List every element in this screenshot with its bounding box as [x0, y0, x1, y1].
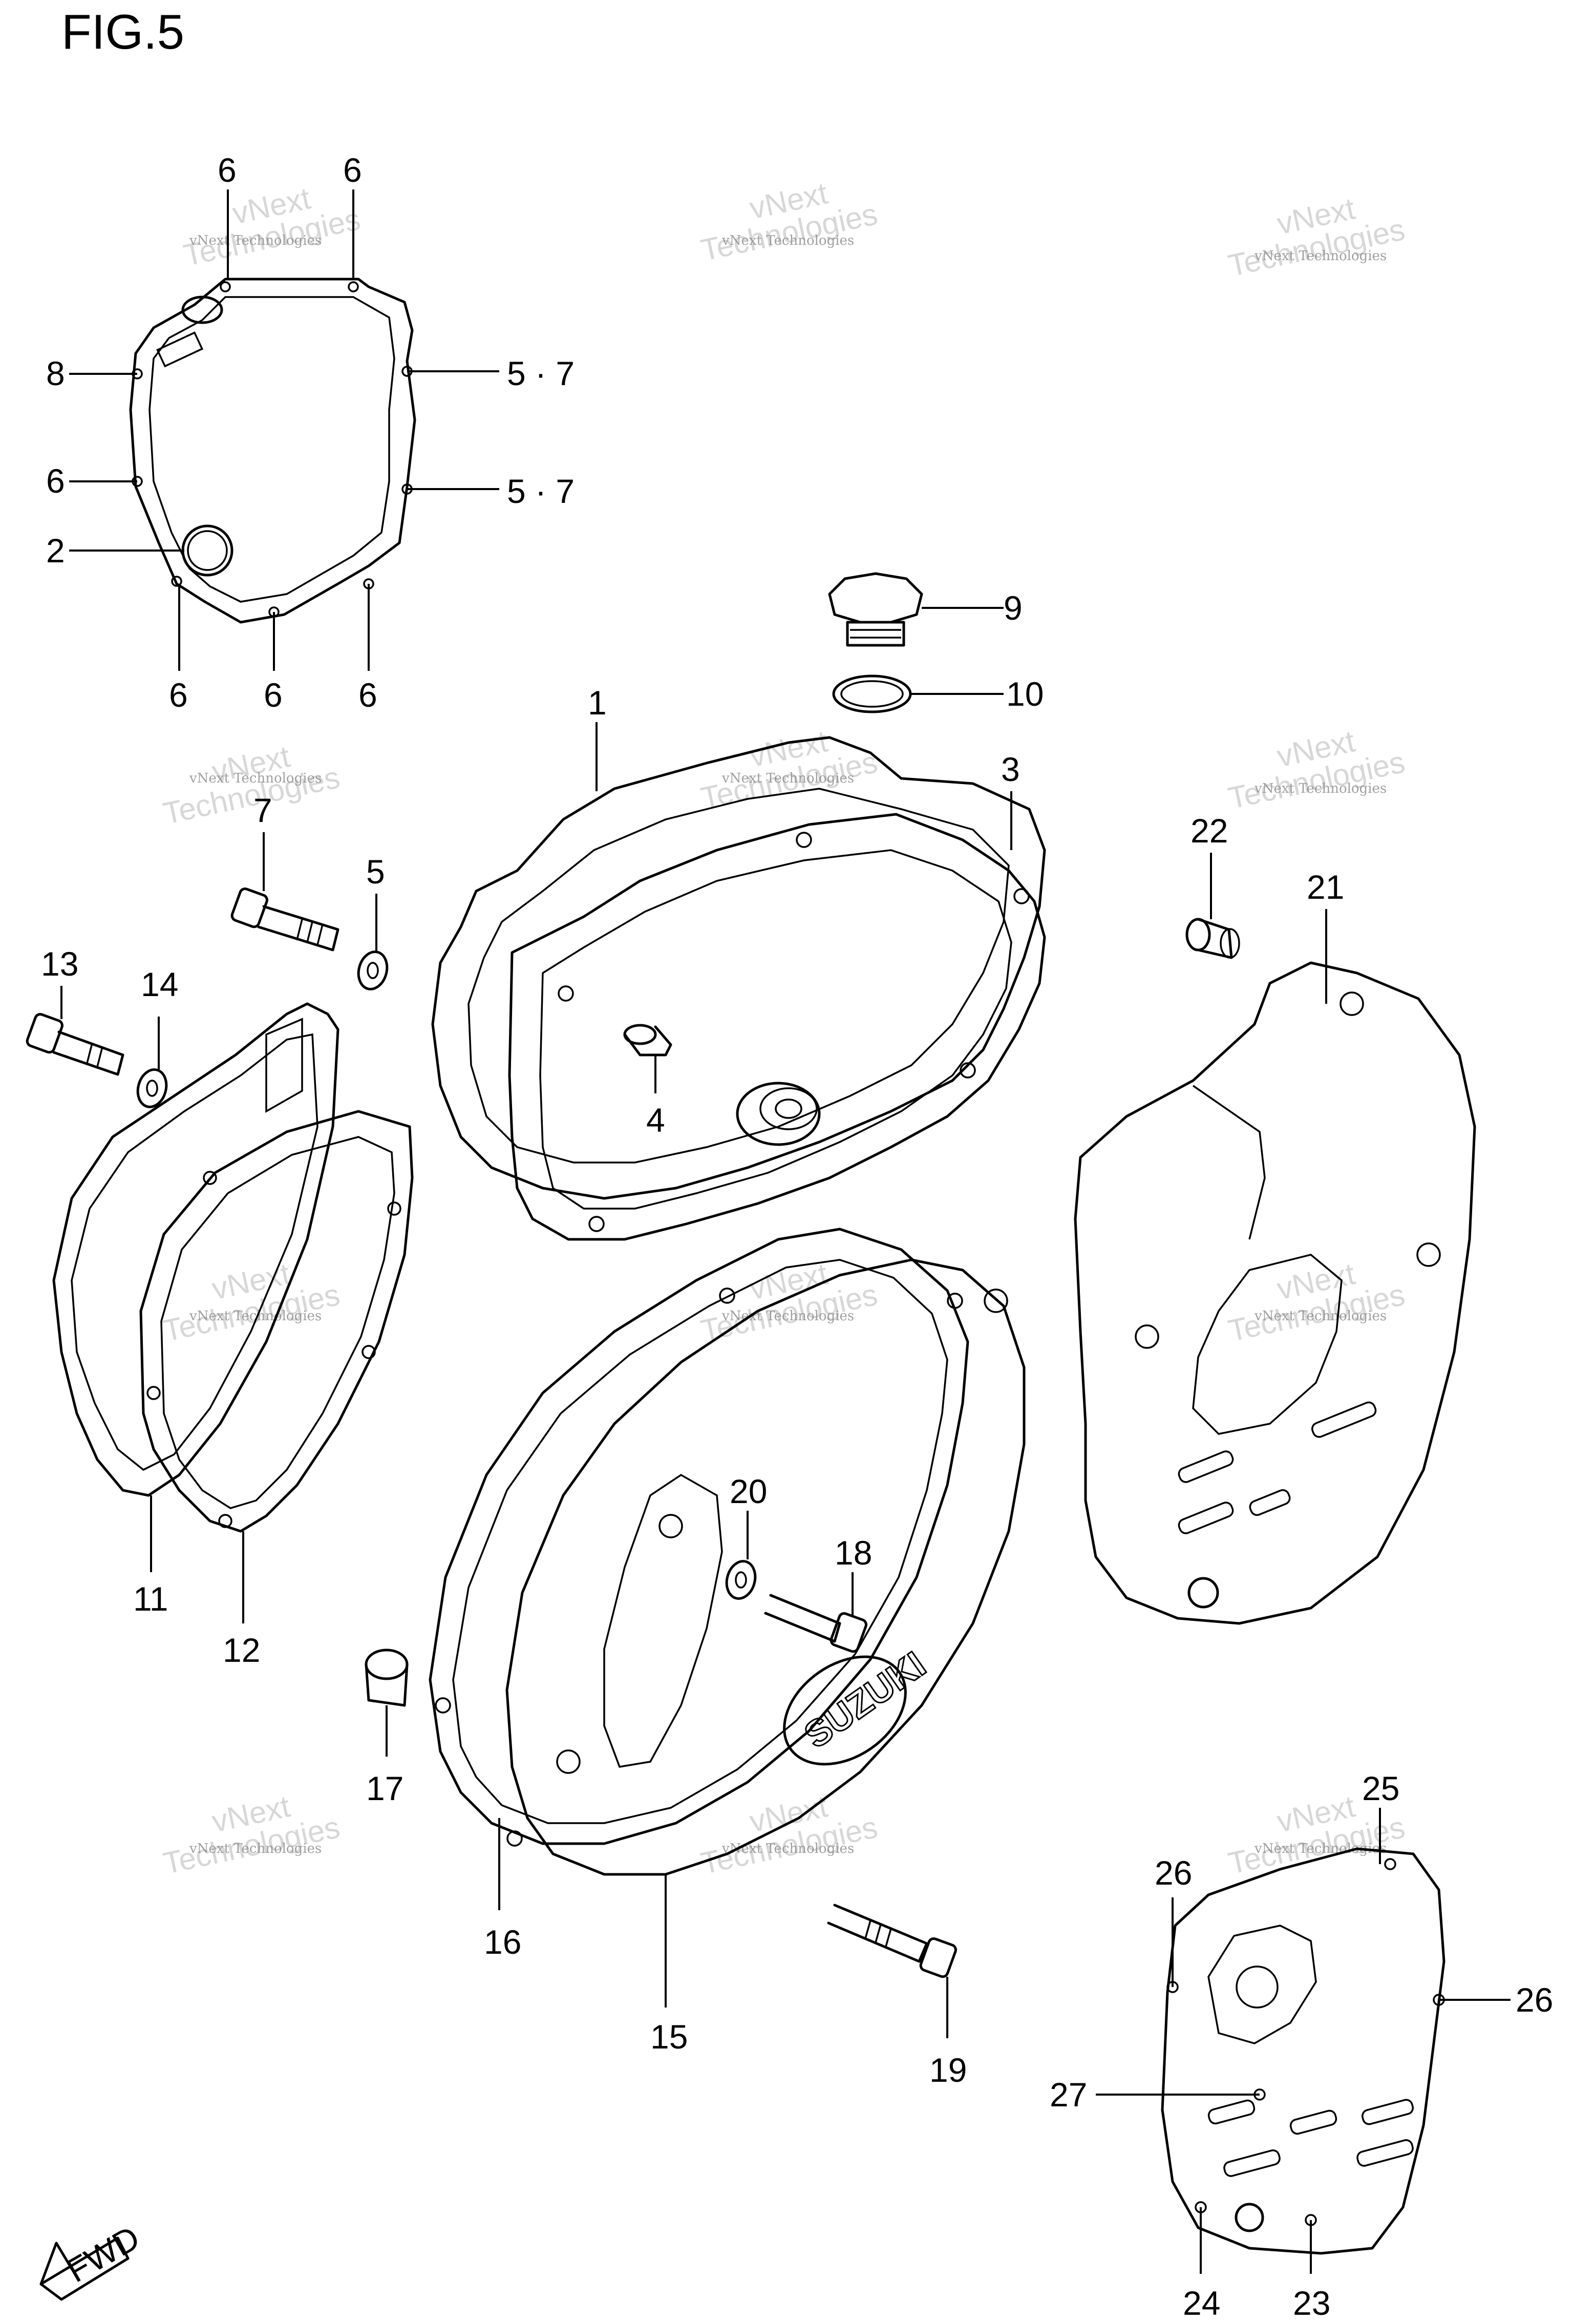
watermark-group: vNext Technologies vNext Technologies vN…: [160, 176, 1408, 1881]
watermark-caption: vNext Technologies: [721, 233, 854, 248]
callout-25: 25: [1362, 1769, 1399, 1807]
callout-7: 7: [253, 791, 272, 829]
suzuki-logo: SUZUKI: [797, 1644, 933, 1756]
bolt-13: [26, 1013, 124, 1076]
callout-6: 6: [343, 151, 362, 189]
callout-9: 9: [1004, 589, 1023, 627]
watermark: vNext Technologies: [1225, 1256, 1408, 1348]
o-ring-inner: [840, 680, 904, 708]
callout-6: 6: [218, 151, 237, 189]
generator-cover: [1074, 961, 1476, 1625]
clutch-gasket: [508, 813, 1046, 1241]
watermark: vNext Technologies: [698, 1789, 881, 1881]
callout-4: 4: [646, 1101, 665, 1139]
callout-10: 10: [1006, 675, 1044, 713]
watermark: vNext Technologies: [1225, 724, 1408, 815]
callout-5-7: 5 · 7: [507, 354, 575, 392]
magneto-cover: [505, 1258, 1026, 1876]
callout-6: 6: [169, 676, 188, 714]
callout-6: 6: [264, 676, 283, 714]
callout-6: 6: [358, 676, 377, 714]
washer-5: [357, 950, 389, 990]
callout-16: 16: [484, 1923, 521, 1961]
watermark-caption: vNext Technologies: [189, 771, 322, 786]
callout-18: 18: [835, 1534, 872, 1572]
watermark: vNext Technologies: [1225, 191, 1408, 283]
small-cover: [1161, 1847, 1446, 2255]
callout-14: 14: [141, 965, 178, 1003]
watermark-caption: vNext Technologies: [1254, 781, 1387, 796]
watermark: vNext Technologies: [698, 724, 881, 815]
callout-15: 15: [650, 2018, 688, 2056]
callout-11: 11: [133, 1580, 168, 1618]
callout-21: 21: [1307, 868, 1344, 906]
leader-lines: [60, 189, 1511, 2274]
fwd-label: FWD: [60, 2219, 146, 2290]
dowel-pin-4: [623, 1024, 672, 1057]
callout-6: 6: [46, 462, 65, 500]
callout-2: 2: [46, 532, 65, 569]
dowel-22: [1185, 918, 1240, 959]
oil-filler-cap: [828, 572, 923, 647]
dowel-17: [365, 1649, 409, 1707]
callout-3: 3: [1001, 750, 1020, 788]
watermark: vNext Technologies: [698, 176, 881, 267]
callout-8: 8: [46, 354, 65, 392]
watermark: vNext Technologies: [160, 1789, 343, 1881]
starter-gasket: [139, 1110, 414, 1533]
starter-cover: [52, 1002, 339, 1497]
watermark-caption: vNext Technologies: [189, 233, 322, 248]
callout-24: 24: [1183, 2284, 1220, 2322]
figure-title: FIG.5: [61, 5, 184, 59]
magneto-gasket: [429, 1228, 969, 1847]
clutch-hub: [736, 1082, 821, 1146]
watermark-caption: vNext Technologies: [189, 1841, 322, 1856]
watermark: vNext Technologies: [181, 181, 364, 272]
callout-26: 26: [1516, 1981, 1553, 2019]
bolt-7: [230, 888, 339, 952]
washer-20: [725, 1560, 757, 1600]
callout-22: 22: [1191, 812, 1228, 850]
callout-23: 23: [1293, 2284, 1330, 2322]
callout-5-7: 5 · 7: [507, 472, 575, 510]
watermark-caption: vNext Technologies: [1254, 1308, 1387, 1324]
bolt-18: [764, 1594, 867, 1653]
watermark-caption: vNext Technologies: [721, 1841, 854, 1856]
fwd-arrow-icon: FWD: [39, 2219, 146, 2301]
callout-labels: 6 6 8 5 · 7 6 5 · 7 2 6 6 6 9 10 1 3 7 5…: [41, 151, 1553, 2322]
callout-26: 26: [1155, 1854, 1192, 1892]
callout-13: 13: [41, 945, 78, 983]
callout-19: 19: [929, 2051, 967, 2089]
callout-5: 5: [366, 853, 385, 891]
callout-20: 20: [730, 1472, 767, 1510]
callout-17: 17: [366, 1769, 403, 1807]
bolt-19: [827, 1904, 957, 1978]
callout-1: 1: [588, 684, 607, 722]
gasket-top-left: [129, 278, 416, 624]
watermark: vNext Technologies: [160, 1256, 343, 1348]
watermark-caption: vNext Technologies: [1254, 248, 1387, 264]
watermark-caption: vNext Technologies: [721, 771, 854, 786]
callout-27: 27: [1050, 2076, 1087, 2114]
washer-14: [136, 1068, 168, 1108]
callout-12: 12: [223, 1631, 260, 1669]
